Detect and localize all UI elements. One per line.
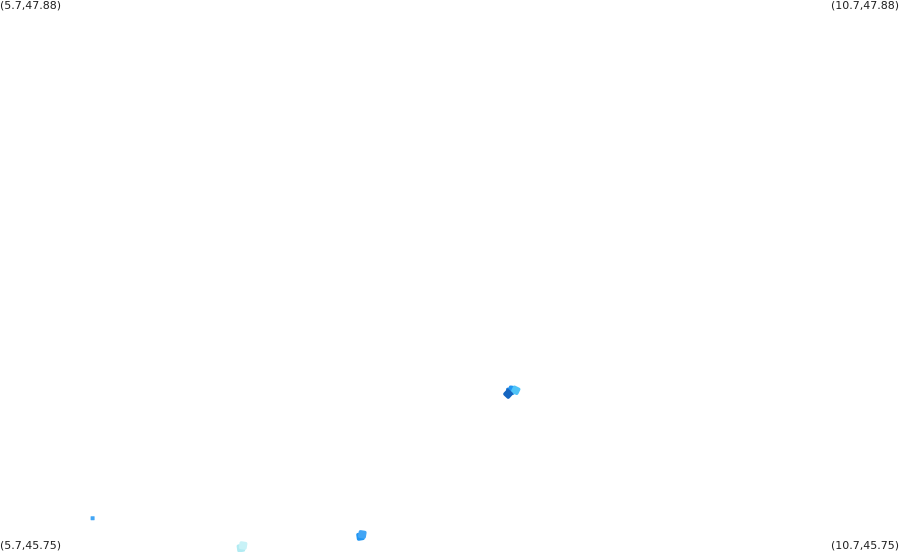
cluster-east[interactable]	[502, 385, 521, 400]
cluster-south-mid[interactable]	[356, 530, 367, 541]
corner-label-top-left: (5.7,47.88)	[0, 0, 62, 12]
cluster-south-west[interactable]	[236, 541, 248, 552]
corner-label-bottom-left: (5.7,45.75)	[0, 539, 62, 552]
corner-label-top-right: (10.7,47.88)	[830, 0, 899, 12]
corner-label-bottom-right: (10.7,45.75)	[830, 539, 899, 552]
cluster-west-dot[interactable]	[90, 516, 95, 521]
cluster-south-mid-patch	[358, 530, 367, 539]
cluster-west-dot-patch	[90, 516, 95, 521]
clusters-layer	[90, 385, 521, 552]
cluster-east-patch	[511, 385, 521, 395]
cluster-south-west-patch	[238, 541, 248, 550]
cluster-east-patch	[503, 389, 513, 399]
